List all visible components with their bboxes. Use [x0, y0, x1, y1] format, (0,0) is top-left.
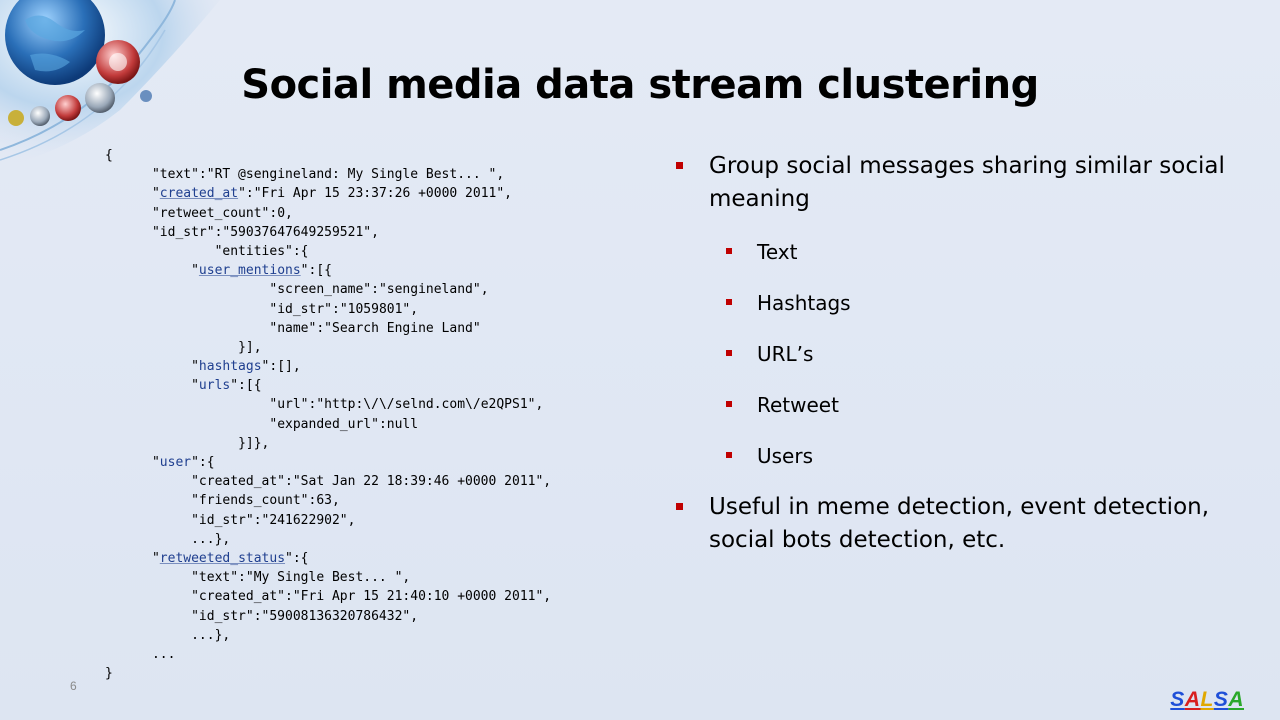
code-line: "created_at":"Fri Apr 15 21:40:10 +0000 … [191, 589, 552, 605]
code-line: "user":{ [151, 455, 215, 470]
code-line: }]}, [238, 435, 270, 451]
code-line: "hashtags":[], [191, 359, 301, 375]
code-line: "id_str":"59037647649259521", [151, 224, 379, 240]
logo-letter: S [1170, 688, 1185, 711]
json-key: hashtags [198, 359, 262, 375]
logo-letter: A [1228, 688, 1244, 711]
sub-bullet-retweet: Retweet [672, 391, 1232, 419]
sub-bullet-label: Users [757, 444, 814, 468]
bullet-list: Group social messages sharing similar so… [672, 150, 1232, 557]
sub-bullet-label: Retweet [757, 393, 839, 417]
square-bullet-icon [726, 452, 732, 458]
code-line: "name":"Search Engine Land" [269, 320, 481, 336]
slide-number: 6 [70, 679, 77, 693]
code-line: "text":"RT @sengineland: My Single Best.… [151, 167, 505, 183]
salsa-logo: SALSA [1170, 688, 1244, 712]
code-line: "friends_count":63, [191, 493, 340, 509]
square-bullet-icon [726, 401, 732, 407]
bullet-text: Group social messages sharing similar so… [709, 153, 1225, 212]
sub-bullet-hashtags: Hashtags [672, 289, 1232, 317]
code-line: "urls":[{ [191, 378, 262, 394]
json-key: retweeted_status [159, 550, 286, 566]
sub-bullet-urls: URL’s [672, 340, 1232, 368]
json-key: user_mentions [198, 263, 301, 279]
sub-bullet-users: Users [672, 442, 1232, 470]
code-line: "text":"My Single Best... ", [191, 570, 411, 586]
code-line: }], [238, 339, 262, 355]
sub-bullet-text: Text [672, 238, 1232, 266]
sub-bullet-label: Text [757, 240, 798, 264]
sub-bullet-label: URL’s [757, 342, 814, 366]
code-line: "created_at":"Sat Jan 22 18:39:46 +0000 … [191, 474, 552, 490]
code-line: ...}, [191, 627, 231, 643]
logo-letter: A [1184, 688, 1201, 711]
json-code-block: { "text":"RT @sengineland: My Single Bes… [105, 146, 551, 683]
json-key: created_at [159, 186, 239, 202]
sub-bullet-label: Hashtags [757, 291, 851, 315]
bullet-group-messages: Group social messages sharing similar so… [672, 150, 1232, 216]
code-line: "created_at":"Fri Apr 15 23:37:26 +0000 … [151, 186, 513, 202]
code-line: { [105, 148, 113, 163]
globe-network-decoration [0, 0, 220, 168]
code-line: "id_str":"1059801", [269, 301, 419, 317]
code-line: "id_str":"241622902", [191, 512, 356, 528]
json-key: user [159, 455, 192, 470]
logo-letter: L [1200, 688, 1214, 711]
bullet-useful-in: Useful in meme detection, event detectio… [672, 491, 1232, 557]
code-line: "entities":{ [214, 243, 309, 259]
code-line: "id_str":"59008136320786432", [191, 608, 419, 624]
square-bullet-icon [726, 350, 732, 356]
slide-title: Social media data stream clustering [241, 62, 1039, 108]
code-line: ... [151, 646, 176, 662]
code-line: } [105, 666, 113, 682]
code-line: "retweeted_status":{ [151, 550, 309, 566]
json-key: urls [198, 378, 231, 394]
logo-letter: S [1213, 688, 1229, 711]
square-bullet-icon [676, 503, 683, 510]
code-line: "url":"http:\/\/selnd.com\/e2QPS1", [269, 397, 544, 413]
code-line: "screen_name":"sengineland", [269, 282, 489, 298]
square-bullet-icon [726, 299, 732, 305]
square-bullet-icon [726, 248, 732, 254]
bullet-text: Useful in meme detection, event detectio… [709, 494, 1210, 553]
square-bullet-icon [676, 162, 683, 169]
code-line: "retweet_count":0, [151, 205, 293, 221]
code-line: "expanded_url":null [269, 416, 419, 432]
code-line: ...}, [191, 531, 231, 547]
code-line: "user_mentions":[{ [191, 263, 332, 279]
